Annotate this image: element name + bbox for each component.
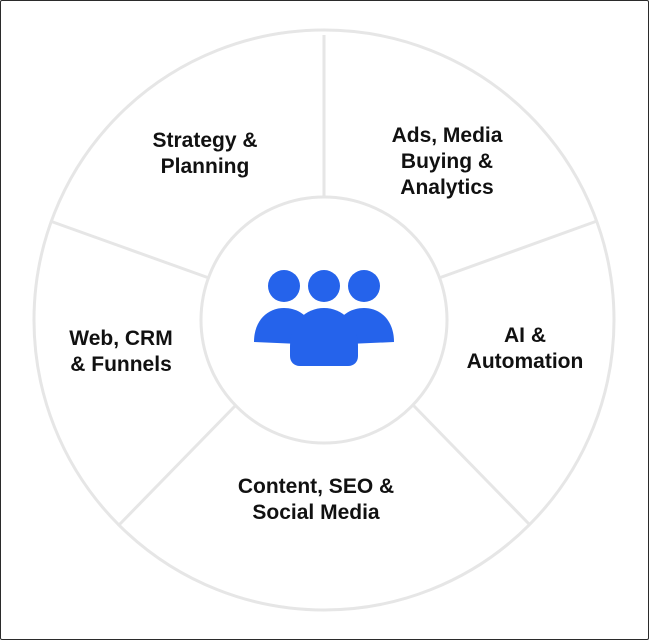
divider-bottom-left xyxy=(116,403,238,528)
divider-bottom-right xyxy=(411,403,532,527)
segment-label-line: Content, SEO & xyxy=(237,475,395,498)
segment-label-line: Analytics xyxy=(400,176,494,199)
segment-label-line: Social Media xyxy=(252,501,380,524)
segment-label-line: Ads, Media xyxy=(391,124,503,147)
segment-label-ai: AI & Automation xyxy=(467,323,584,375)
team-member-left-head xyxy=(268,270,300,302)
divider-right xyxy=(438,219,598,280)
segment-label-line: & Funnels xyxy=(70,353,172,376)
team-member-center-head xyxy=(308,270,340,302)
segment-label-line: Strategy & xyxy=(152,129,258,152)
segment-label-line: Web, CRM xyxy=(69,327,173,350)
segment-label-line: Buying & xyxy=(400,150,494,173)
team-users-icon xyxy=(254,270,394,366)
segment-label-line: Automation xyxy=(466,350,584,373)
team-member-right-head xyxy=(348,270,380,302)
segment-label-ads: Ads, Media Buying & Analytics xyxy=(392,123,503,201)
segment-label-content: Content, SEO & Social Media xyxy=(238,474,394,526)
segment-label-web: Web, CRM & Funnels xyxy=(69,326,172,378)
segment-label-line: AI & xyxy=(504,324,546,347)
divider-left xyxy=(49,219,210,280)
team-member-center-body xyxy=(290,308,358,366)
segment-label-strategy: Strategy & Planning xyxy=(152,128,257,180)
segment-label-line: Planning xyxy=(160,155,250,178)
